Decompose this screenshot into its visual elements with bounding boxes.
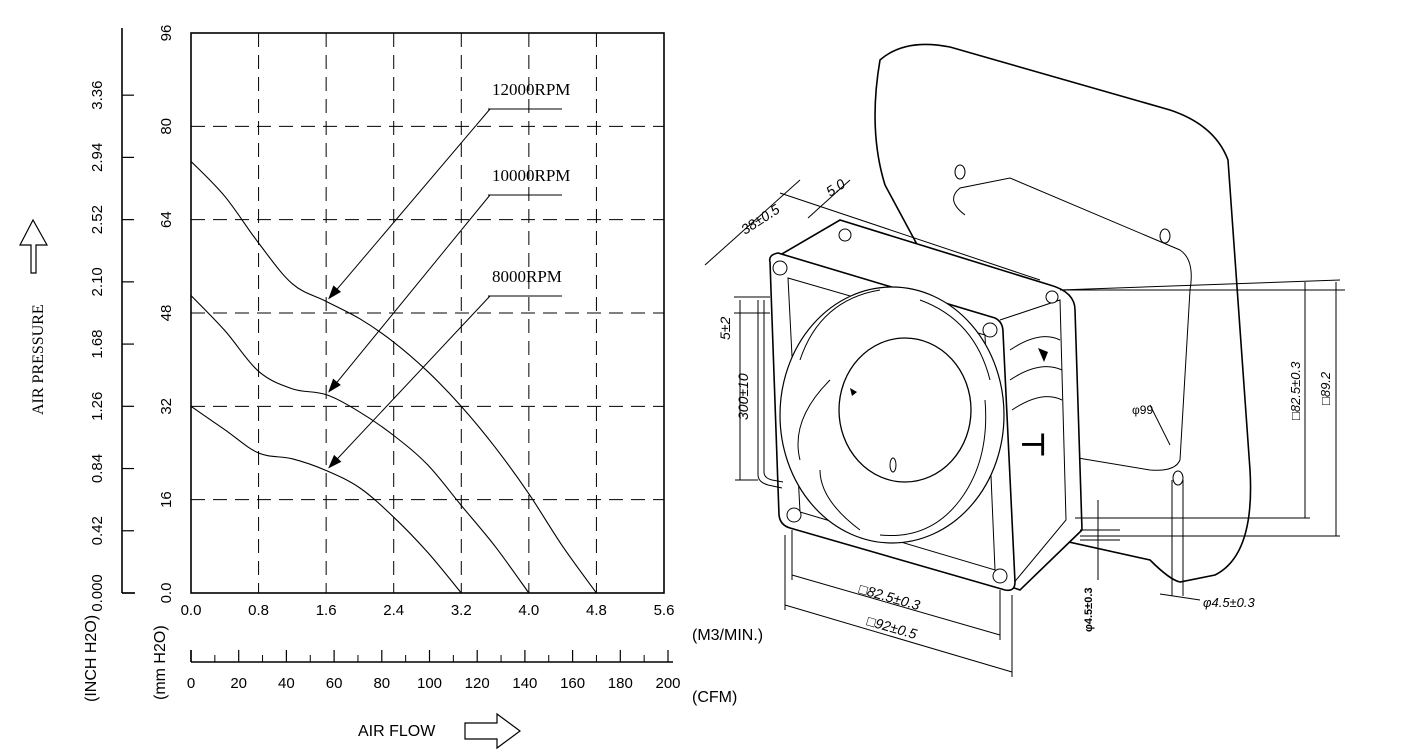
- series-label-8000rpm: 8000RPM: [492, 267, 562, 286]
- series-labels: 12000RPM 10000RPM 8000RPM: [328, 80, 570, 469]
- mount-hole-top-right: [982, 322, 998, 338]
- dimension-lines: [704, 179, 1345, 677]
- inch-axis: 0.000 0.42 0.84 1.26 1.68 2.10 2.52 2.94 3.36: [89, 28, 135, 612]
- inch-tick-label: 2.52: [89, 205, 106, 234]
- cfm-tick-label: 200: [655, 675, 680, 692]
- dim-flange: 5.0: [823, 175, 848, 199]
- lead-strip-ext: [734, 296, 770, 314]
- leader-arrowhead: [328, 378, 341, 393]
- inch-tick-label: 1.68: [89, 329, 106, 358]
- cfm-tick-label: 140: [512, 675, 537, 692]
- inch-tick-label: 2.94: [89, 143, 106, 172]
- right-arrow-icon: [464, 712, 522, 750]
- guard-hole-top-left: [954, 164, 966, 180]
- cfm-tick-label: 160: [560, 675, 585, 692]
- y-tick-label: 80: [158, 118, 175, 135]
- x-tick-label: 2.4: [383, 602, 404, 619]
- x-tick-label: 5.6: [654, 602, 675, 619]
- leader-line: [329, 295, 491, 467]
- mount-hole-bottom-right: [992, 568, 1008, 584]
- mount-hole-bottom-left: [786, 507, 802, 523]
- inch-tick-label: 1.26: [89, 392, 106, 421]
- cfm-tick-label: 60: [326, 675, 343, 692]
- y-tick-label: 48: [158, 305, 175, 322]
- cfm-tick-label: 40: [278, 675, 295, 692]
- y-tick-label: 64: [158, 211, 175, 228]
- impeller-blades: [797, 289, 991, 537]
- leader-arrowhead: [328, 285, 342, 300]
- dim-lead-strip: 5±2: [717, 317, 733, 340]
- inch-tick-label: 0.42: [89, 516, 106, 545]
- m3-unit-label: (M3/MIN.): [692, 627, 763, 644]
- series-label-10000rpm: 10000RPM: [492, 166, 570, 185]
- cfm-tick-label: 20: [230, 675, 247, 692]
- cfm-unit-label: (CFM): [692, 689, 737, 706]
- x-tick-label: 4.0: [518, 602, 539, 619]
- lead-wire-1: [757, 300, 783, 489]
- guard-hole-top-right: [1159, 228, 1171, 244]
- curve-12000rpm: [190, 160, 597, 594]
- dim-hole-depth: φ4.5±0.3: [1083, 588, 1095, 633]
- leader-line: [329, 108, 491, 298]
- cfm-tick-label: 180: [608, 675, 633, 692]
- mount-hole-rear-right: [1045, 290, 1059, 304]
- mm-unit-label: (mm H2O): [152, 625, 169, 700]
- y-tick-labels: 0.0 16 32 48 64 80 96: [158, 25, 175, 604]
- curve-group: [190, 160, 597, 594]
- lead-wire-2: [763, 300, 784, 483]
- x-tick-label: 0.0: [181, 602, 202, 619]
- guard-hole-bottom-right: [1172, 470, 1184, 486]
- cfm-axis: 0 20 40 60 80 100 120 140 160 180 200: [187, 650, 681, 692]
- y-tick-label: 0.0: [158, 583, 175, 604]
- inch-unit-label: (INCH H2O): [83, 615, 100, 702]
- hub-mark: [889, 457, 897, 473]
- inch-tick-label: 3.36: [89, 81, 106, 110]
- pq-chart: 0.0 0.8 1.6 2.4 3.2 4.0 4.8 5.6 0.0 16 32 48 64 80 96…: [19, 25, 763, 750]
- inch-tick-label: 0.000: [89, 574, 106, 612]
- curve-10000rpm: [190, 295, 530, 594]
- dim-lead-length: 300±10: [735, 373, 751, 420]
- up-arrow-icon: [19, 218, 49, 274]
- dim-hole-pitch: □82.5±0.3: [857, 581, 922, 614]
- mount-hole-rear: [838, 228, 852, 242]
- x-tick-label: 3.2: [451, 602, 472, 619]
- guard-inner-outline: [953, 177, 1192, 471]
- airflow-direction-icon: [1038, 348, 1048, 362]
- inch-tick-label: 0.84: [89, 454, 106, 483]
- grid-lines: [191, 33, 664, 593]
- rotation-mark-icon: ⊣: [1020, 429, 1046, 462]
- fan-dimension-drawing: ⊣: [704, 43, 1345, 677]
- x-tick-label: 0.8: [248, 602, 269, 619]
- dim-opening: φ99: [1132, 403, 1153, 417]
- hub: [838, 337, 972, 483]
- y-tick-label: 96: [158, 25, 175, 42]
- leader-arrowhead: [328, 454, 342, 469]
- cfm-tick-label: 80: [373, 675, 390, 692]
- x-axis-label: AIR FLOW: [358, 723, 436, 740]
- x-tick-labels: 0.0 0.8 1.6 2.4 3.2 4.0 4.8 5.6: [181, 602, 675, 619]
- y-tick-label: 32: [158, 398, 175, 415]
- mount-hole-top-left: [772, 260, 788, 276]
- dim-frame: □92±0.5: [865, 613, 919, 643]
- y-tick-label: 16: [158, 491, 175, 508]
- leader-line: [329, 194, 491, 391]
- dim-hole: φ4.5±0.3: [1203, 595, 1256, 610]
- x-tick-label: 4.8: [586, 602, 607, 619]
- cfm-tick-label: 120: [465, 675, 490, 692]
- housing-edge: [999, 299, 1067, 586]
- inch-tick-label: 2.10: [89, 267, 106, 296]
- hub-logo-icon: [850, 388, 857, 396]
- cfm-tick-label: 100: [417, 675, 442, 692]
- x-tick-label: 1.6: [316, 602, 337, 619]
- dim-depth: 38±0.5: [738, 201, 783, 238]
- y-axis-label: AIR PRESSURE: [30, 304, 47, 415]
- cfm-tick-label: 0: [187, 675, 195, 692]
- series-label-12000rpm: 12000RPM: [492, 80, 570, 99]
- housing-ribs: [1009, 336, 1063, 411]
- dim-frame-vertical: □89.2: [1318, 371, 1333, 405]
- dim-hole-pitch-vertical: □82.5±0.3: [1288, 361, 1303, 420]
- curve-8000rpm: [190, 405, 462, 594]
